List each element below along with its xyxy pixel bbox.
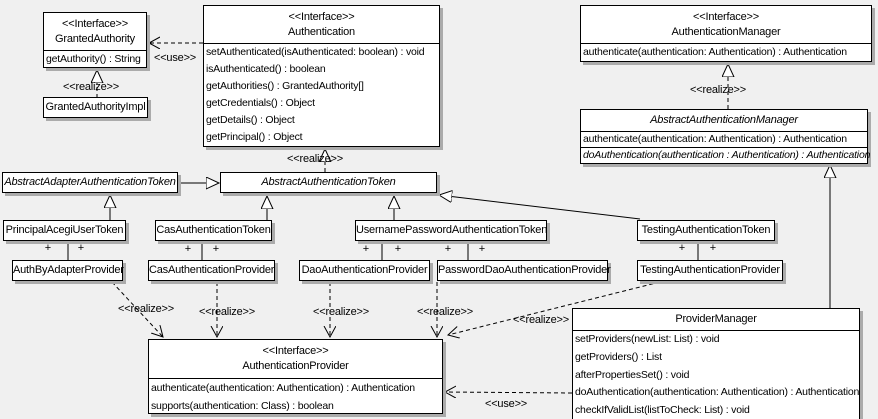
association-plus: + xyxy=(44,242,52,254)
realize-label: <<realize>> xyxy=(690,84,746,96)
class-principal-acegi-user-token[interactable]: PrincipalAcegiUserToken xyxy=(3,220,126,241)
class-name: TestingAuthenticationProvider xyxy=(640,264,780,276)
realize-label: <<realize>> xyxy=(199,306,255,318)
class-name: CasAuthenticationToken xyxy=(156,224,271,236)
class-name: GrantedAuthorityImpl xyxy=(45,101,146,113)
class-name: PrincipalAcegiUserToken xyxy=(5,224,124,236)
realize-label: <<realize>> xyxy=(313,306,369,318)
class-provider-manager[interactable]: ProviderManager setProviders(newList: Li… xyxy=(572,308,860,419)
association-plus: + xyxy=(444,243,452,255)
method: getAuthorities() : GrantedAuthority[] xyxy=(206,80,364,92)
class-name: CasAuthenticationProvider xyxy=(149,264,275,276)
association-plus: + xyxy=(212,243,220,255)
stereotype-label: <<Interface>> xyxy=(262,345,329,357)
class-cas-authentication-token[interactable]: CasAuthenticationToken xyxy=(155,220,272,241)
method: doAuthentication(authentication: Authent… xyxy=(575,386,860,399)
association-plus: + xyxy=(478,243,486,255)
realize-testingprovider-to-interface xyxy=(448,281,661,335)
class-abstract-adapter-authentication-token[interactable]: AbstractAdapterAuthenticationToken xyxy=(2,172,178,193)
realize-label: <<realize>> xyxy=(63,81,119,93)
use-label: <<use>> xyxy=(153,52,197,64)
class-name: Authentication xyxy=(288,26,355,38)
generalization-testing-to-abstract-token xyxy=(439,195,641,220)
method: getPrincipal() : Object xyxy=(206,131,303,143)
class-username-password-authentication-token[interactable]: UsernamePasswordAuthenticationToken xyxy=(355,220,547,241)
realize-label: <<realize>> xyxy=(118,303,174,315)
method: getDetails() : Object xyxy=(206,114,295,126)
association-plus: + xyxy=(77,242,85,254)
class-name: AbstractAuthenticationManager xyxy=(581,110,867,132)
realize-label: <<realize>> xyxy=(417,306,473,318)
class-granted-authority-impl[interactable]: GrantedAuthorityImpl xyxy=(43,97,148,118)
class-name: DaoAuthenticationProvider xyxy=(301,264,428,276)
class-testing-authentication-provider[interactable]: TestingAuthenticationProvider xyxy=(637,260,783,281)
class-password-dao-authentication-provider[interactable]: PasswordDaoAuthenticationProvider xyxy=(437,260,611,281)
realize-label: <<realize>> xyxy=(287,153,343,165)
class-name: AuthenticationProvider xyxy=(242,360,349,372)
method: setAuthenticated(isAuthenticated: boolea… xyxy=(206,46,425,58)
association-plus: + xyxy=(362,243,370,255)
class-auth-by-adapter-provider[interactable]: AuthByAdapterProvider xyxy=(12,260,124,281)
class-name: AuthenticationManager xyxy=(671,26,781,38)
use-providermanager-to-authenticationprovider xyxy=(445,392,573,393)
class-name: AbstractAuthenticationToken xyxy=(261,176,396,188)
association-plus: + xyxy=(394,243,402,255)
use-label: <<use>> xyxy=(484,398,528,410)
method: getProviders() : List xyxy=(575,350,662,363)
stereotype-label: <<Interface>> xyxy=(62,18,128,30)
class-abstract-authentication-manager[interactable]: AbstractAuthenticationManager authentica… xyxy=(580,109,871,164)
class-name: AbstractAdapterAuthenticationToken xyxy=(4,176,176,188)
method: getAuthority() : String xyxy=(46,53,141,65)
association-plus: + xyxy=(709,242,717,254)
class-testing-authentication-token[interactable]: TestingAuthenticationToken xyxy=(637,220,775,241)
method: afterPropertiesSet() : void xyxy=(575,368,690,381)
method: checkIfValidList(listToCheck: List) : vo… xyxy=(575,404,750,417)
stereotype-label: <<Interface>> xyxy=(288,11,355,23)
class-name: AuthByAdapterProvider xyxy=(13,264,124,276)
association-plus: + xyxy=(678,242,686,254)
method: authenticate(authentication: Authenticat… xyxy=(583,46,847,58)
realize-authbyadapter-to-interface xyxy=(111,281,163,337)
class-dao-authentication-provider[interactable]: DaoAuthenticationProvider xyxy=(299,260,430,281)
class-authentication-manager[interactable]: <<Interface>> AuthenticationManager auth… xyxy=(580,5,872,62)
class-name: GrantedAuthority xyxy=(55,33,135,45)
method: authenticate(authentication: Authenticat… xyxy=(151,382,415,394)
class-name: PasswordDaoAuthenticationProvider xyxy=(438,264,611,276)
realize-label: <<realize>> xyxy=(513,314,569,326)
class-abstract-authentication-token[interactable]: AbstractAuthenticationToken xyxy=(220,172,437,193)
method: supports(authentication: Class) : boolea… xyxy=(151,400,334,412)
method: getCredentials() : Object xyxy=(206,97,315,109)
method: doAuthentication(authentication : Authen… xyxy=(583,149,871,161)
class-name: TestingAuthenticationToken xyxy=(641,224,771,236)
stereotype-label: <<Interface>> xyxy=(693,11,759,23)
class-authentication-provider[interactable]: <<Interface>> AuthenticationProvider aut… xyxy=(148,339,443,414)
class-cas-authentication-provider[interactable]: CasAuthenticationProvider xyxy=(148,260,275,281)
method: isAuthenticated() : boolean xyxy=(206,63,326,75)
association-plus: + xyxy=(184,243,192,255)
method: setProviders(newList: List) : void xyxy=(575,333,720,345)
method: authenticate(authentication: Authenticat… xyxy=(581,132,867,148)
class-name: UsernamePasswordAuthenticationToken xyxy=(356,224,548,236)
class-authentication[interactable]: <<Interface>> Authentication setAuthenti… xyxy=(203,5,440,147)
class-granted-authority[interactable]: <<Interface>> GrantedAuthority getAuthor… xyxy=(43,12,147,68)
class-name: ProviderManager xyxy=(573,309,859,331)
